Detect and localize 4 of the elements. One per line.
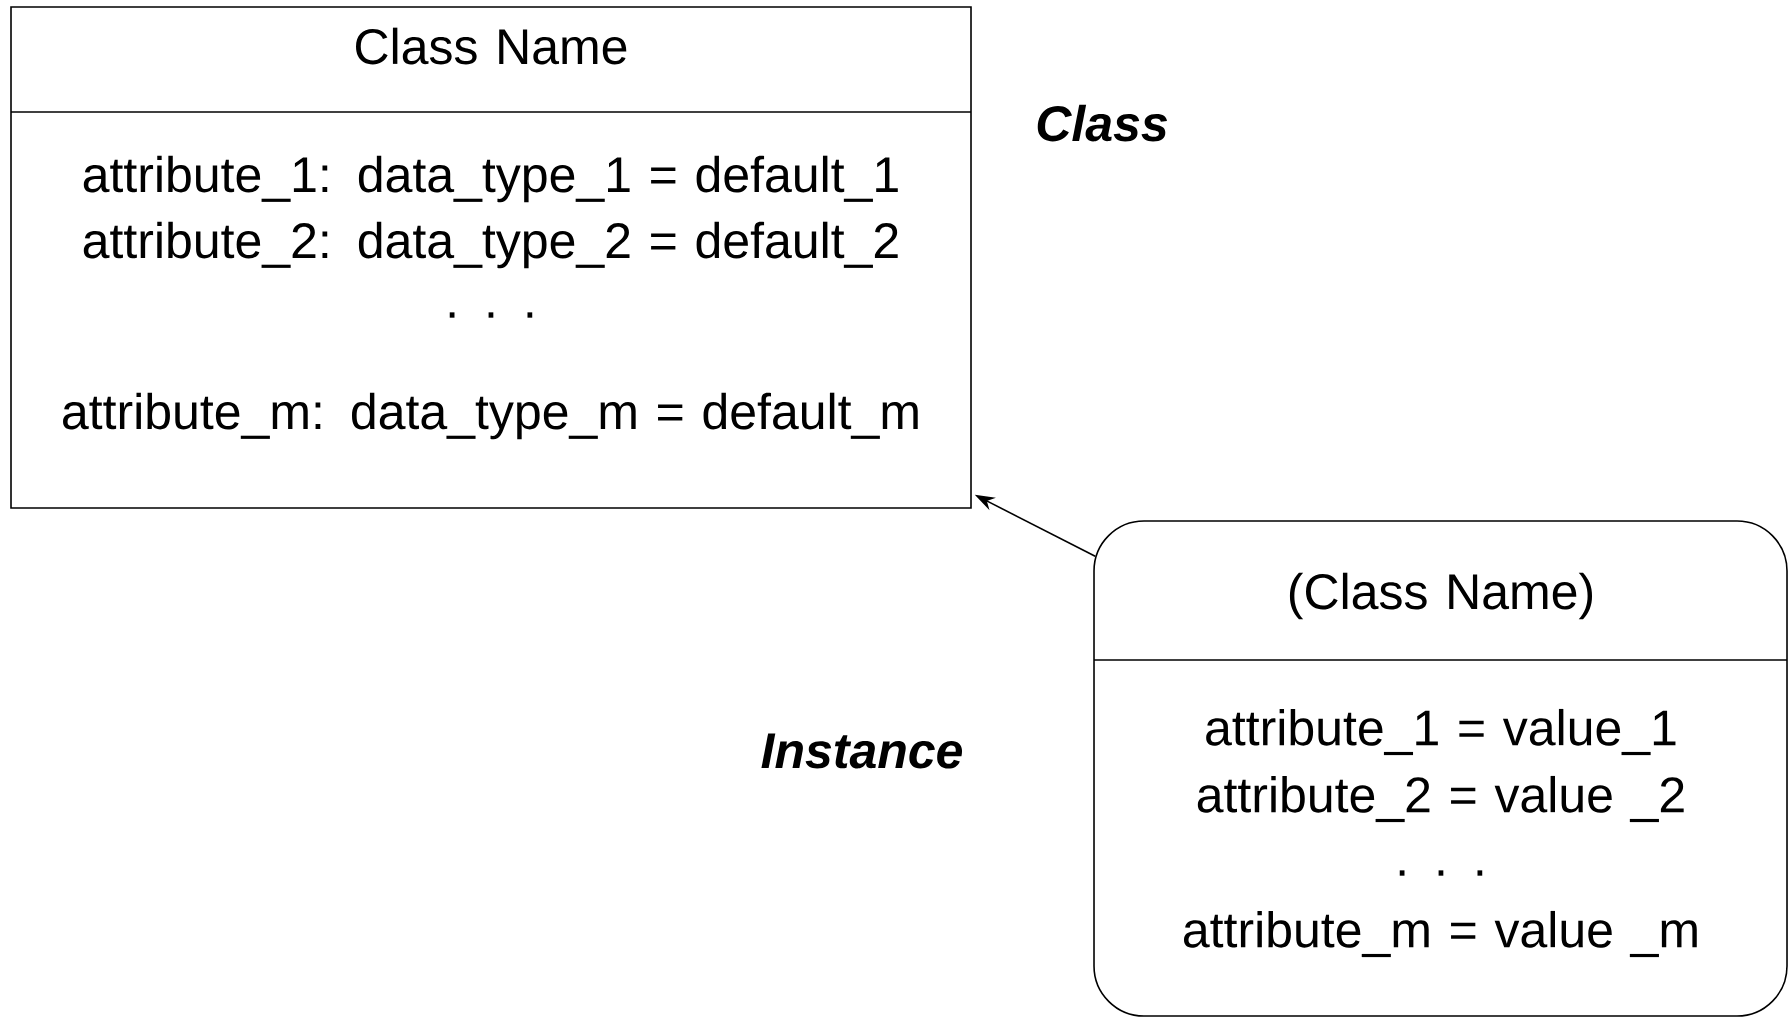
class-box: Class Name attribute_1: data_type_1 = default_1 attribute_2: data_type_2 = default_2 . . . attribute_m: data_type_m = default_m [10, 6, 972, 509]
object-box: (Class Name) attribute_1 = value_1 attribute_2 = value _2 . . . attribute_m = value _m [1093, 520, 1788, 1017]
heading-label: Instance [761, 733, 963, 769]
heading-label: Class [1037, 104, 1167, 142]
